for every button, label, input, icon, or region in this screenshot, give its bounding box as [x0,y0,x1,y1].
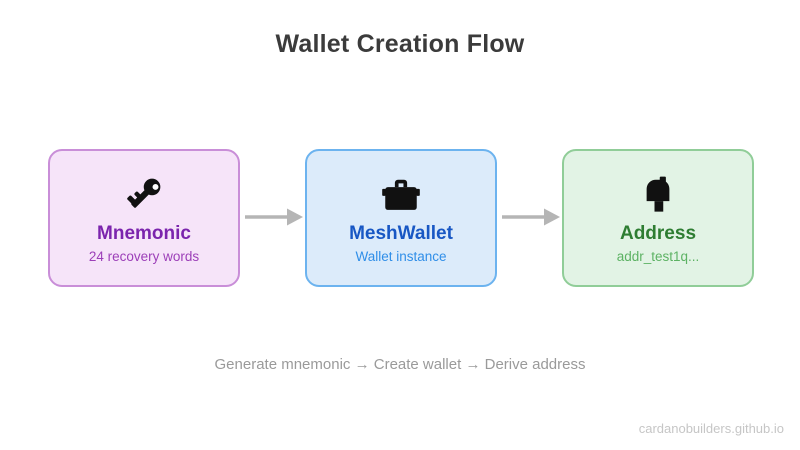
flow-arrow-icon [502,208,560,226]
step-subtitle: Wallet instance [355,248,447,264]
key-icon [122,173,166,217]
flow-step-meshwallet: MeshWallet Wallet instance [305,149,497,287]
flow-arrow-icon [245,208,303,226]
flow-step-mnemonic: Mnemonic 24 recovery words [48,149,240,287]
step-subtitle: 24 recovery words [88,248,200,264]
briefcase-icon [379,173,423,217]
site-credit: cardanobuilders.github.io [638,421,784,436]
step-title: Mnemonic [97,222,191,244]
step-title: Address [619,222,697,244]
flow-step-address: Address addr_test1q... [562,149,754,287]
page-title: Wallet Creation Flow [275,30,525,58]
step-subtitle: addr_test1q... [616,248,700,264]
step-title: MeshWallet [349,222,453,244]
mailbox-icon [636,173,680,217]
flow-summary-caption: Generate mnemonic → Create wallet → Deri… [214,356,586,373]
